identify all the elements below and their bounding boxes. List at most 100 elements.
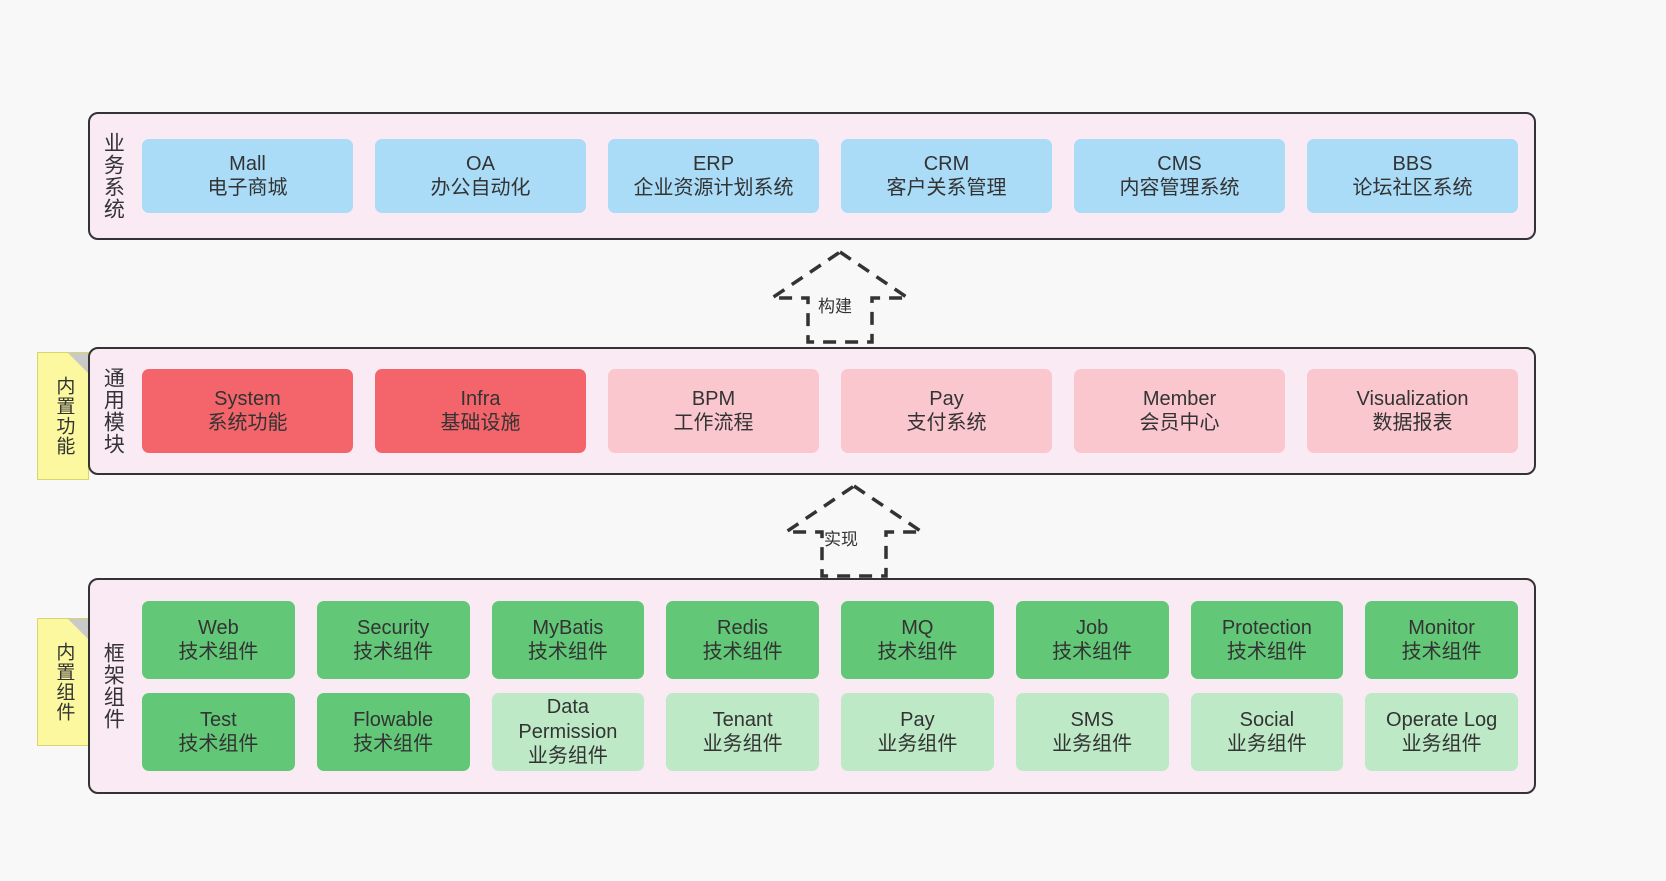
node-member[interactable]: Member 会员中心 bbox=[1074, 369, 1285, 453]
node-subtitle: 业务组件 bbox=[877, 733, 958, 755]
note-label: 内置组件 bbox=[53, 642, 75, 722]
node-subtitle: 技术组件 bbox=[877, 641, 958, 663]
node-subtitle: 技术组件 bbox=[178, 733, 259, 755]
row: System 系统功能 Infra 基础设施 BPM 工作流程 Pay 支付系统… bbox=[142, 369, 1518, 453]
node-subtitle: 业务组件 bbox=[702, 733, 783, 755]
node-title: Tenant bbox=[712, 708, 773, 731]
node-subtitle: 业务组件 bbox=[1226, 733, 1307, 755]
section-title-framework-components: 框架组件 bbox=[101, 642, 125, 730]
node-subtitle: 技术组件 bbox=[702, 641, 783, 663]
note-label: 内置功能 bbox=[53, 376, 75, 456]
node-subtitle: 技术组件 bbox=[527, 641, 608, 663]
node-security[interactable]: Security 技术组件 bbox=[316, 601, 470, 679]
generalization-arrow-build-icon bbox=[760, 248, 920, 344]
generalization-arrow-implement-icon bbox=[774, 482, 934, 578]
node-title: Protection bbox=[1221, 616, 1312, 639]
node-subtitle: 企业资源计划系统 bbox=[633, 177, 794, 199]
node-erp[interactable]: ERP 企业资源计划系统 bbox=[608, 139, 819, 213]
section-business-system: 业务系统 Mall 电子商城 OA 办公自动化 ERP 企业资源计划系统 CRM… bbox=[88, 112, 1536, 240]
node-title: Web bbox=[197, 616, 239, 639]
node-subtitle: 支付系统 bbox=[906, 412, 987, 434]
node-pay-component[interactable]: Pay 业务组件 bbox=[841, 693, 994, 771]
node-test[interactable]: Test 技术组件 bbox=[142, 693, 295, 771]
node-subtitle: 论坛社区系统 bbox=[1352, 177, 1473, 199]
node-crm[interactable]: CRM 客户关系管理 bbox=[841, 139, 1052, 213]
arrow-label-implement: 实现 bbox=[824, 530, 858, 549]
node-operate-log[interactable]: Operate Log 业务组件 bbox=[1365, 693, 1518, 771]
row: Test 技术组件 Flowable 技术组件 Data Permission … bbox=[142, 693, 1518, 771]
node-subtitle: 客户关系管理 bbox=[886, 177, 1007, 199]
section-title-business-system: 业务系统 bbox=[101, 132, 125, 220]
node-visualization[interactable]: Visualization 数据报表 bbox=[1307, 369, 1518, 453]
node-data-permission[interactable]: Data Permission 业务组件 bbox=[491, 693, 645, 771]
node-subtitle: 会员中心 bbox=[1139, 412, 1220, 434]
node-title: ERP bbox=[692, 152, 735, 175]
node-title: Redis bbox=[717, 616, 769, 639]
row: Web 技术组件 Security 技术组件 MyBatis 技术组件 Redi… bbox=[142, 601, 1518, 679]
node-title: Flowable bbox=[353, 708, 434, 731]
node-title: MyBatis bbox=[532, 616, 604, 639]
node-job[interactable]: Job 技术组件 bbox=[1015, 601, 1169, 679]
node-flowable[interactable]: Flowable 技术组件 bbox=[316, 693, 470, 771]
node-title: BPM bbox=[691, 387, 736, 410]
section-title-common-modules: 通用模块 bbox=[101, 367, 125, 455]
node-bbs[interactable]: BBS 论坛社区系统 bbox=[1307, 139, 1518, 213]
node-sms[interactable]: SMS 业务组件 bbox=[1015, 693, 1169, 771]
node-title: Infra bbox=[460, 387, 501, 410]
node-subtitle: 技术组件 bbox=[1226, 641, 1307, 663]
node-system[interactable]: System 系统功能 bbox=[142, 369, 353, 453]
node-protection[interactable]: Protection 技术组件 bbox=[1190, 601, 1344, 679]
node-bpm[interactable]: BPM 工作流程 bbox=[608, 369, 819, 453]
section-body-framework-components: Web 技术组件 Security 技术组件 MyBatis 技术组件 Redi… bbox=[134, 580, 1534, 792]
node-title: Social bbox=[1239, 708, 1295, 731]
node-subtitle: 技术组件 bbox=[1052, 641, 1133, 663]
node-subtitle: 系统功能 bbox=[207, 412, 288, 434]
node-subtitle: 业务组件 bbox=[1052, 733, 1133, 755]
node-infra[interactable]: Infra 基础设施 bbox=[375, 369, 586, 453]
node-title: Data Permission bbox=[518, 696, 618, 743]
node-subtitle: 内容管理系统 bbox=[1119, 177, 1240, 199]
node-cms[interactable]: CMS 内容管理系统 bbox=[1074, 139, 1285, 213]
node-redis[interactable]: Redis 技术组件 bbox=[666, 601, 819, 679]
node-social[interactable]: Social 业务组件 bbox=[1190, 693, 1344, 771]
node-subtitle: 工作流程 bbox=[673, 412, 754, 434]
node-subtitle: 基础设施 bbox=[440, 412, 521, 434]
node-title: Operate Log bbox=[1386, 708, 1498, 731]
section-common-modules: 通用模块 System 系统功能 Infra 基础设施 BPM 工作流程 Pay… bbox=[88, 347, 1536, 475]
node-oa[interactable]: OA 办公自动化 bbox=[375, 139, 586, 213]
node-title: Monitor bbox=[1408, 616, 1475, 639]
node-title: System bbox=[214, 387, 281, 410]
node-title: Pay bbox=[900, 708, 935, 731]
node-tenant[interactable]: Tenant 业务组件 bbox=[666, 693, 819, 771]
note-builtin-features: 内置功能 bbox=[37, 352, 89, 480]
node-title: SMS bbox=[1070, 708, 1114, 731]
row: Mall 电子商城 OA 办公自动化 ERP 企业资源计划系统 CRM 客户关系… bbox=[142, 139, 1518, 213]
node-subtitle: 数据报表 bbox=[1372, 412, 1453, 434]
node-title: Security bbox=[357, 616, 430, 639]
node-subtitle: 技术组件 bbox=[353, 733, 434, 755]
node-mybatis[interactable]: MyBatis 技术组件 bbox=[491, 601, 645, 679]
node-subtitle: 电子商城 bbox=[207, 177, 288, 199]
node-title: Pay bbox=[929, 387, 964, 410]
node-title: Job bbox=[1076, 616, 1109, 639]
section-framework-components: 框架组件 Web 技术组件 Security 技术组件 MyBatis 技术组件… bbox=[88, 578, 1536, 794]
node-web[interactable]: Web 技术组件 bbox=[142, 601, 295, 679]
section-body-common-modules: System 系统功能 Infra 基础设施 BPM 工作流程 Pay 支付系统… bbox=[134, 349, 1534, 473]
node-title: Member bbox=[1142, 387, 1217, 410]
node-subtitle: 业务组件 bbox=[1401, 733, 1482, 755]
node-title: Test bbox=[200, 708, 237, 731]
node-subtitle: 办公自动化 bbox=[430, 177, 531, 199]
node-monitor[interactable]: Monitor 技术组件 bbox=[1365, 601, 1518, 679]
node-subtitle: 业务组件 bbox=[527, 745, 608, 768]
arrow-label-build: 构建 bbox=[818, 297, 852, 316]
node-title: OA bbox=[466, 152, 495, 175]
node-title: CRM bbox=[923, 152, 970, 175]
node-mq[interactable]: MQ 技术组件 bbox=[841, 601, 994, 679]
node-pay[interactable]: Pay 支付系统 bbox=[841, 369, 1052, 453]
node-subtitle: 技术组件 bbox=[178, 641, 259, 663]
node-title: CMS bbox=[1157, 152, 1202, 175]
node-title: MQ bbox=[901, 616, 934, 639]
note-builtin-components: 内置组件 bbox=[37, 618, 89, 746]
node-mall[interactable]: Mall 电子商城 bbox=[142, 139, 353, 213]
